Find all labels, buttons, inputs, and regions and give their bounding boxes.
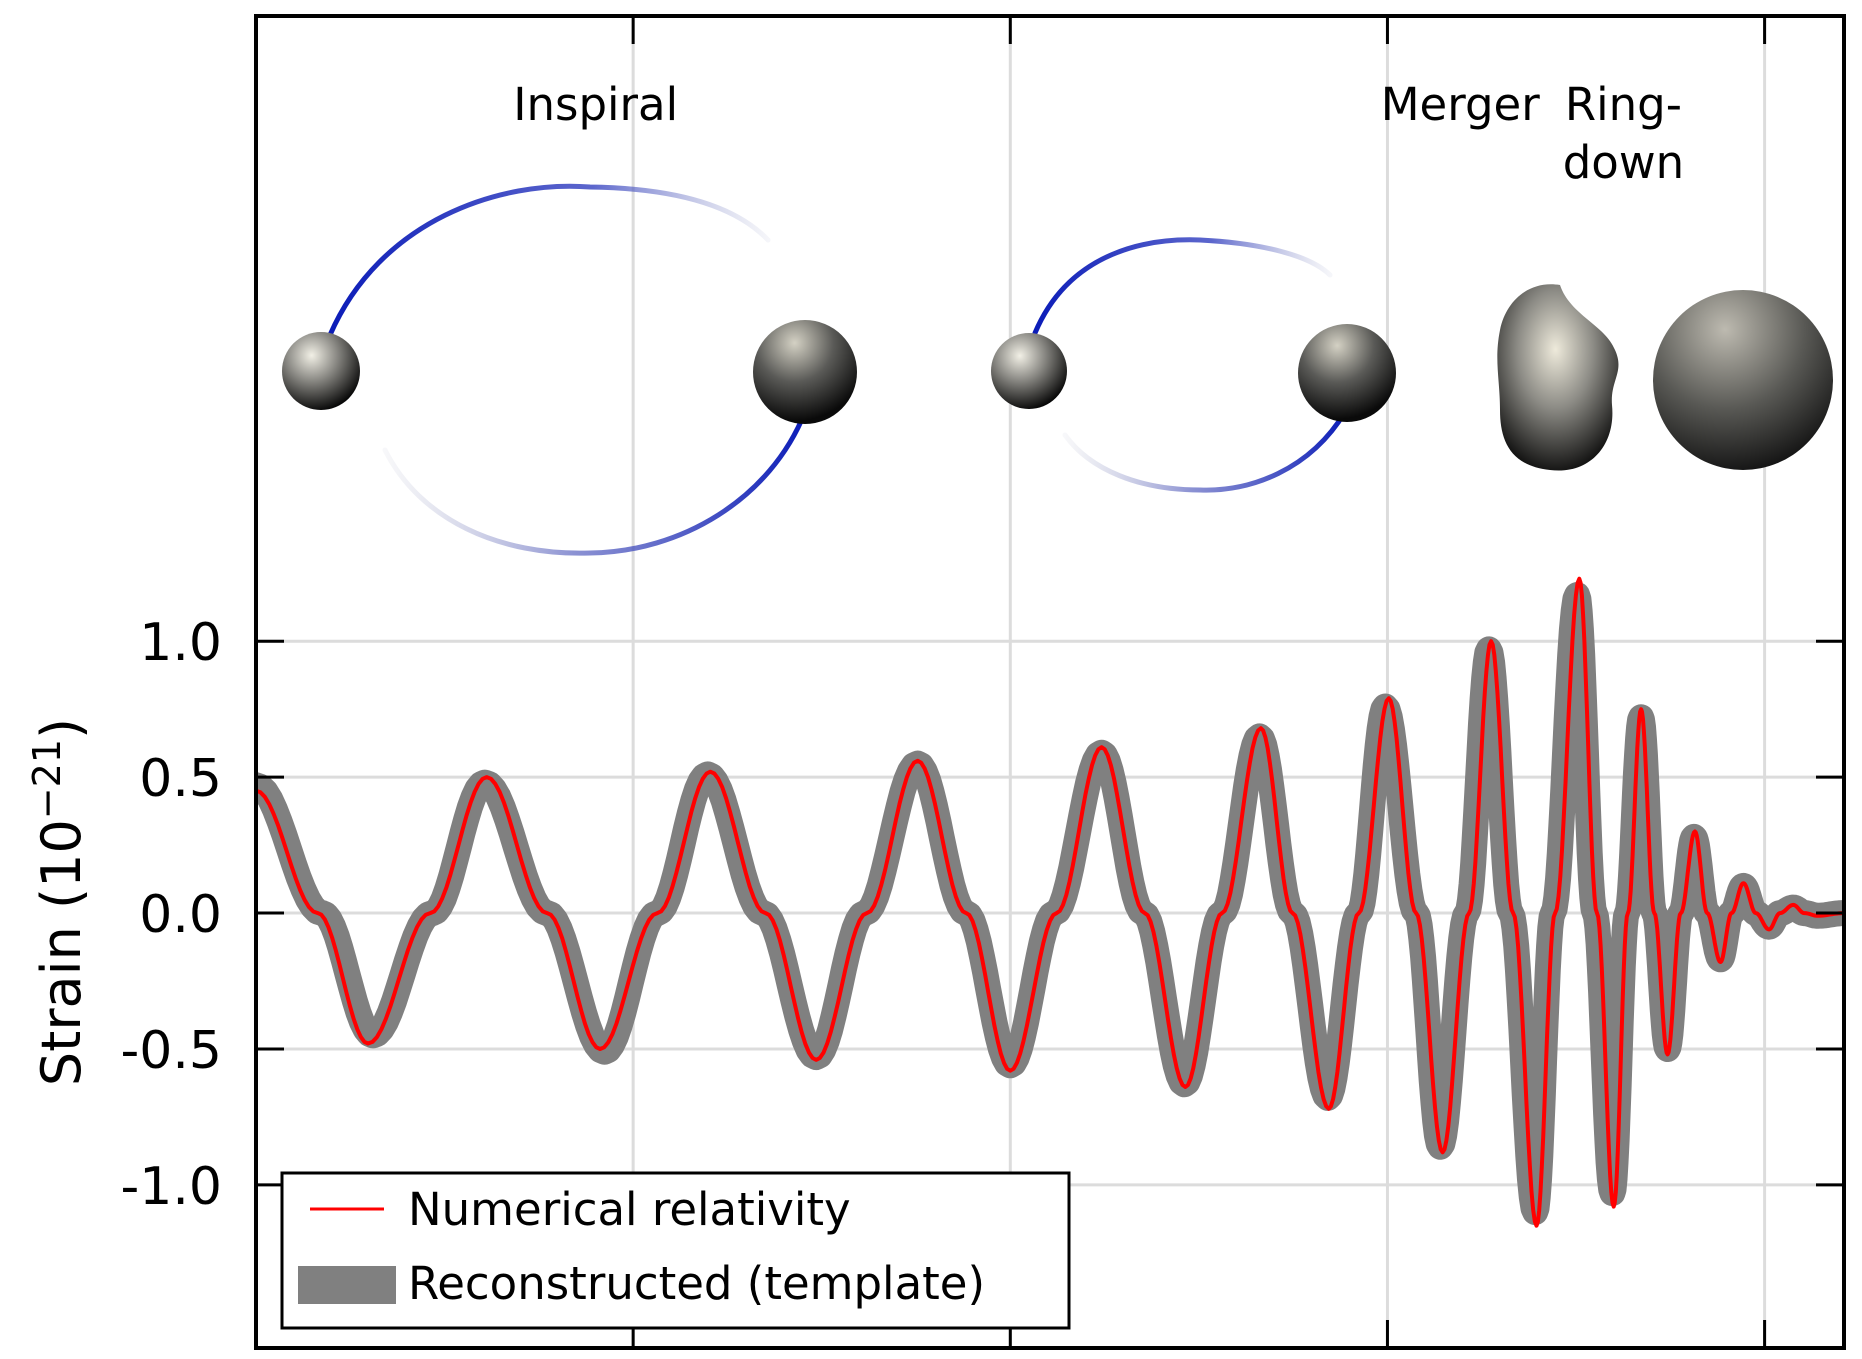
phase-label-0-line-0: Inspiral — [513, 78, 678, 131]
legend: Numerical relativity Reconstructed (temp… — [280, 1171, 1071, 1330]
merger-remnant — [1497, 284, 1619, 471]
black-hole-large-1 — [753, 320, 857, 424]
phase-labels: Inspiral Merger Ring-down — [513, 78, 1684, 189]
y-axis-label-close: ) — [30, 718, 93, 739]
orbit-late-upper — [1032, 237, 1333, 336]
orbit-inspiral-lower — [382, 409, 808, 556]
orbit-inspiral-upper — [327, 183, 771, 338]
x-axis-ticks — [631, 16, 1767, 1348]
legend-swatch-reconstructed — [298, 1266, 396, 1304]
phase-label-2-line-1: down — [1563, 136, 1684, 189]
legend-label-reconstructed: Reconstructed (template) — [408, 1257, 985, 1310]
y-tick-label-2: 0.0 — [139, 885, 222, 945]
y-tick-label-0: 1.0 — [139, 613, 222, 673]
black-hole-large-2 — [1298, 324, 1396, 422]
y-tick-label-3: -0.5 — [121, 1021, 222, 1081]
y-axis-label: Strain (10−21) — [25, 718, 93, 1086]
y-axis-label-exponent: −21 — [25, 739, 69, 819]
axes — [254, 14, 1846, 1350]
plot-frame — [254, 14, 1846, 1350]
orbit-late-lower — [1062, 409, 1348, 493]
phase-label-2-line-0: Ring- — [1565, 78, 1682, 131]
black-hole-small-2 — [991, 333, 1067, 409]
phase-label-1-line-0: Merger — [1381, 78, 1540, 131]
y-axis-label-text: Strain (10 — [30, 819, 93, 1086]
black-hole-small-1 — [282, 332, 360, 410]
y-tick-label-4: -1.0 — [121, 1157, 222, 1217]
series-numerical-relativity — [256, 576, 1844, 1228]
y-axis-ticks: 1.0 0.5 0.0 -0.5 -1.0 — [121, 613, 1844, 1217]
waveform-series — [256, 576, 1844, 1228]
binary-merger-illustration — [282, 183, 1833, 556]
phase-label-2: Ring-down — [1563, 78, 1684, 189]
ringdown-remnant — [1653, 290, 1833, 470]
phase-label-0: Inspiral — [513, 78, 678, 131]
y-tick-label-1: 0.5 — [139, 749, 222, 809]
legend-box — [280, 1171, 1071, 1330]
legend-label-numerical-relativity: Numerical relativity — [408, 1183, 851, 1236]
phase-label-1: Merger — [1381, 78, 1540, 131]
